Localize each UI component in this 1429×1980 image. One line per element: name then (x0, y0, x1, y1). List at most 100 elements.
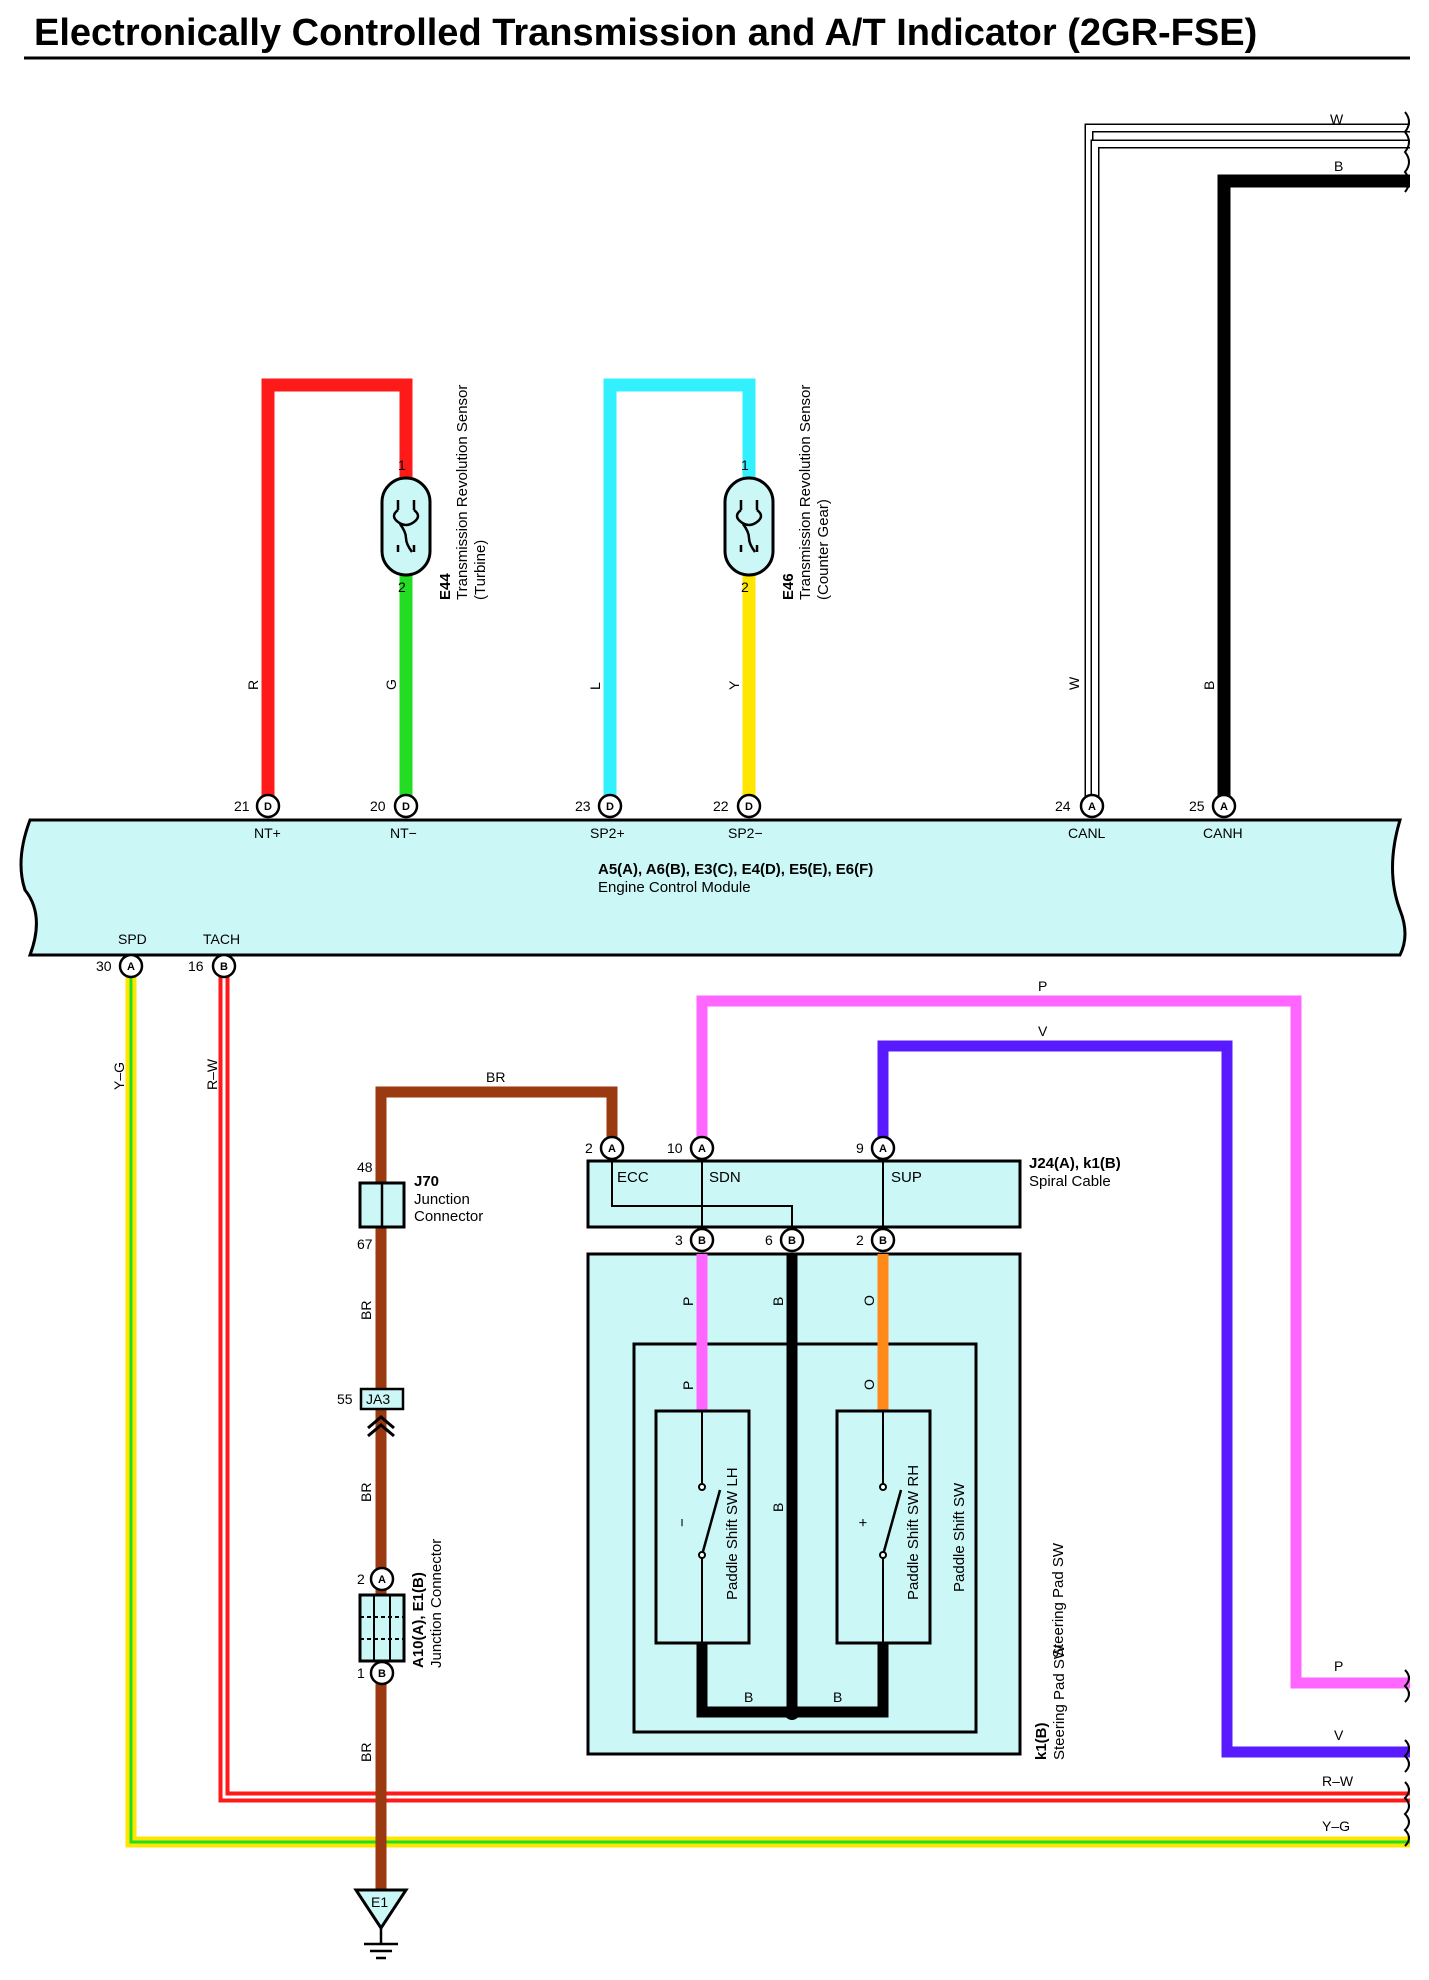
e46-pin1: 1 (741, 457, 749, 473)
spiral-pin-b6: B 6 (765, 1227, 805, 1253)
label-p-top: P (1038, 978, 1047, 994)
spiral-id: J24(A), k1(B) (1029, 1155, 1121, 1172)
label-b-in1: B (770, 1297, 786, 1306)
spiral-pin-b3-conn: B (698, 1235, 706, 1247)
a10-pin-a-num: 2 (357, 1571, 365, 1587)
lh-sign: − (674, 1518, 691, 1527)
ecm-pin-canl-conn: A (1088, 801, 1096, 813)
ecm-pin-tach-num: 16 (188, 958, 204, 974)
label-yg-vert: Y–G (111, 1062, 127, 1090)
spiral-label-sdn: SDN (709, 1169, 741, 1186)
e46-sub-label: (Counter Gear) (815, 499, 832, 600)
label-v-top: V (1038, 1023, 1048, 1039)
spiral-pin-ecc-conn: A (608, 1143, 616, 1155)
group-label: Paddle Shift SW (951, 1482, 968, 1592)
spiral-pin-b2-conn: B (879, 1235, 887, 1247)
j70-connector (358, 1181, 406, 1229)
ecm-box (19, 818, 1407, 957)
spiral-pin-ecc-num: 2 (585, 1140, 593, 1156)
ecm-pin-canh: A 25 CANH (1189, 793, 1243, 841)
spiral-pin-sup: A 9 (856, 1135, 896, 1161)
label-l: L (587, 682, 603, 690)
ecm-pin-spd-num: 30 (96, 958, 112, 974)
label-yg-right: Y–G (1322, 1818, 1350, 1834)
label-w-vert: W (1066, 676, 1082, 690)
label-p-right: P (1334, 1658, 1343, 1674)
spiral-pin-sup-num: 9 (856, 1140, 864, 1156)
wire-r (261, 378, 413, 796)
ecm-pin-sp2m-num: 22 (713, 798, 729, 814)
j70-pin-top: 48 (357, 1159, 373, 1175)
label-b-in2: B (770, 1503, 786, 1512)
wire-p (696, 995, 1410, 1689)
wire-l (603, 378, 756, 796)
ecm-pin-ntp-label: NT+ (254, 825, 281, 841)
j70-pin-bot: 67 (357, 1236, 373, 1252)
label-v-right: V (1334, 1727, 1344, 1743)
ecm-pin-ntm-num: 20 (370, 798, 386, 814)
lh-label: Paddle Shift SW LH (724, 1467, 741, 1600)
ecm-pin-ntp: D 21 NT+ (234, 793, 281, 841)
label-g: G (383, 679, 399, 690)
spiral-desc: Spiral Cable (1029, 1173, 1111, 1190)
diagram-title: Electronically Controlled Transmission a… (34, 12, 1257, 54)
e46-pin2: 2 (741, 579, 749, 595)
label-b-vert: B (1201, 681, 1217, 690)
label-p-in2: P (680, 1381, 696, 1390)
steering-id: k1(B) (1033, 1722, 1050, 1760)
ground-symbol (353, 1888, 409, 1960)
wire-br (375, 1086, 618, 1890)
ecm-pin-sp2m-conn: D (745, 801, 753, 813)
spiral-label-ecc: ECC (617, 1169, 649, 1186)
spiral-label-sup: SUP (891, 1169, 922, 1186)
spiral-cable-box (586, 1159, 1022, 1229)
e44-id: E44 (437, 573, 454, 600)
ecm-pin-ntm-label: NT− (390, 825, 417, 841)
ecm-pin-ntp-num: 21 (234, 798, 250, 814)
wire-b-canh (1217, 174, 1410, 796)
rh-label: Paddle Shift SW RH (905, 1465, 922, 1600)
a10-pin-b-num: 1 (357, 1665, 365, 1681)
a10-pin-a: A 2 (357, 1566, 395, 1592)
label-rw-right: R–W (1322, 1773, 1354, 1789)
label-br-top: BR (486, 1069, 505, 1085)
label-r: R (245, 680, 261, 690)
label-w-right: W (1330, 111, 1344, 127)
label-y: Y (726, 680, 742, 690)
j70-l1: Junction (414, 1191, 470, 1208)
e44-sub-label: (Turbine) (472, 540, 489, 600)
label-o-in2: O (861, 1379, 877, 1390)
ecm-name: A5(A), A6(B), E3(C), E4(D), E5(E), E6(F) (598, 861, 873, 878)
label-br-3: BR (358, 1743, 374, 1762)
ecm-pin-sp2m-label: SP2− (728, 825, 763, 841)
paddle-switch-rh (835, 1409, 932, 1645)
label-b-in4: B (833, 1689, 842, 1705)
a10-connector (358, 1593, 406, 1663)
ecm-desc: Engine Control Module (598, 879, 751, 896)
ecm-pin-tach-label: TACH (203, 931, 240, 947)
label-b-right: B (1334, 158, 1343, 174)
ja3-pin: 55 (337, 1391, 353, 1407)
label-br-1: BR (358, 1301, 374, 1320)
e44-pin1: 1 (398, 457, 406, 473)
ecm-pin-canh-conn: A (1220, 801, 1228, 813)
ecm-pin-ntm: D 20 NT− (370, 793, 419, 841)
e46-id: E46 (780, 573, 797, 600)
e44-name: Transmission Revolution Sensor (454, 385, 471, 600)
spiral-pin-b3: B 3 (675, 1227, 715, 1253)
e44-label: E44 Transmission Revolution Sensor (437, 385, 471, 600)
spiral-pin-b6-conn: B (788, 1235, 796, 1247)
spiral-pin-sdn: A 10 (667, 1135, 715, 1161)
spiral-pin-sdn-conn: A (698, 1143, 706, 1155)
ecm-pin-sp2m: D 22 SP2− (713, 793, 763, 841)
j70-id: J70 (414, 1173, 439, 1190)
wire-w (1084, 123, 1410, 796)
paddle-switch-lh (654, 1409, 751, 1645)
label-o-in1: O (861, 1295, 877, 1306)
steering-desc: Steering Pad SW (1050, 1542, 1067, 1658)
ecm-pin-canh-num: 25 (1189, 798, 1205, 814)
break-mark-lower (1403, 1781, 1410, 1847)
label-br-2: BR (358, 1483, 374, 1502)
ecm-pin-ntp-conn: D (264, 801, 272, 813)
ecm-pin-canh-label: CANH (1203, 825, 1243, 841)
